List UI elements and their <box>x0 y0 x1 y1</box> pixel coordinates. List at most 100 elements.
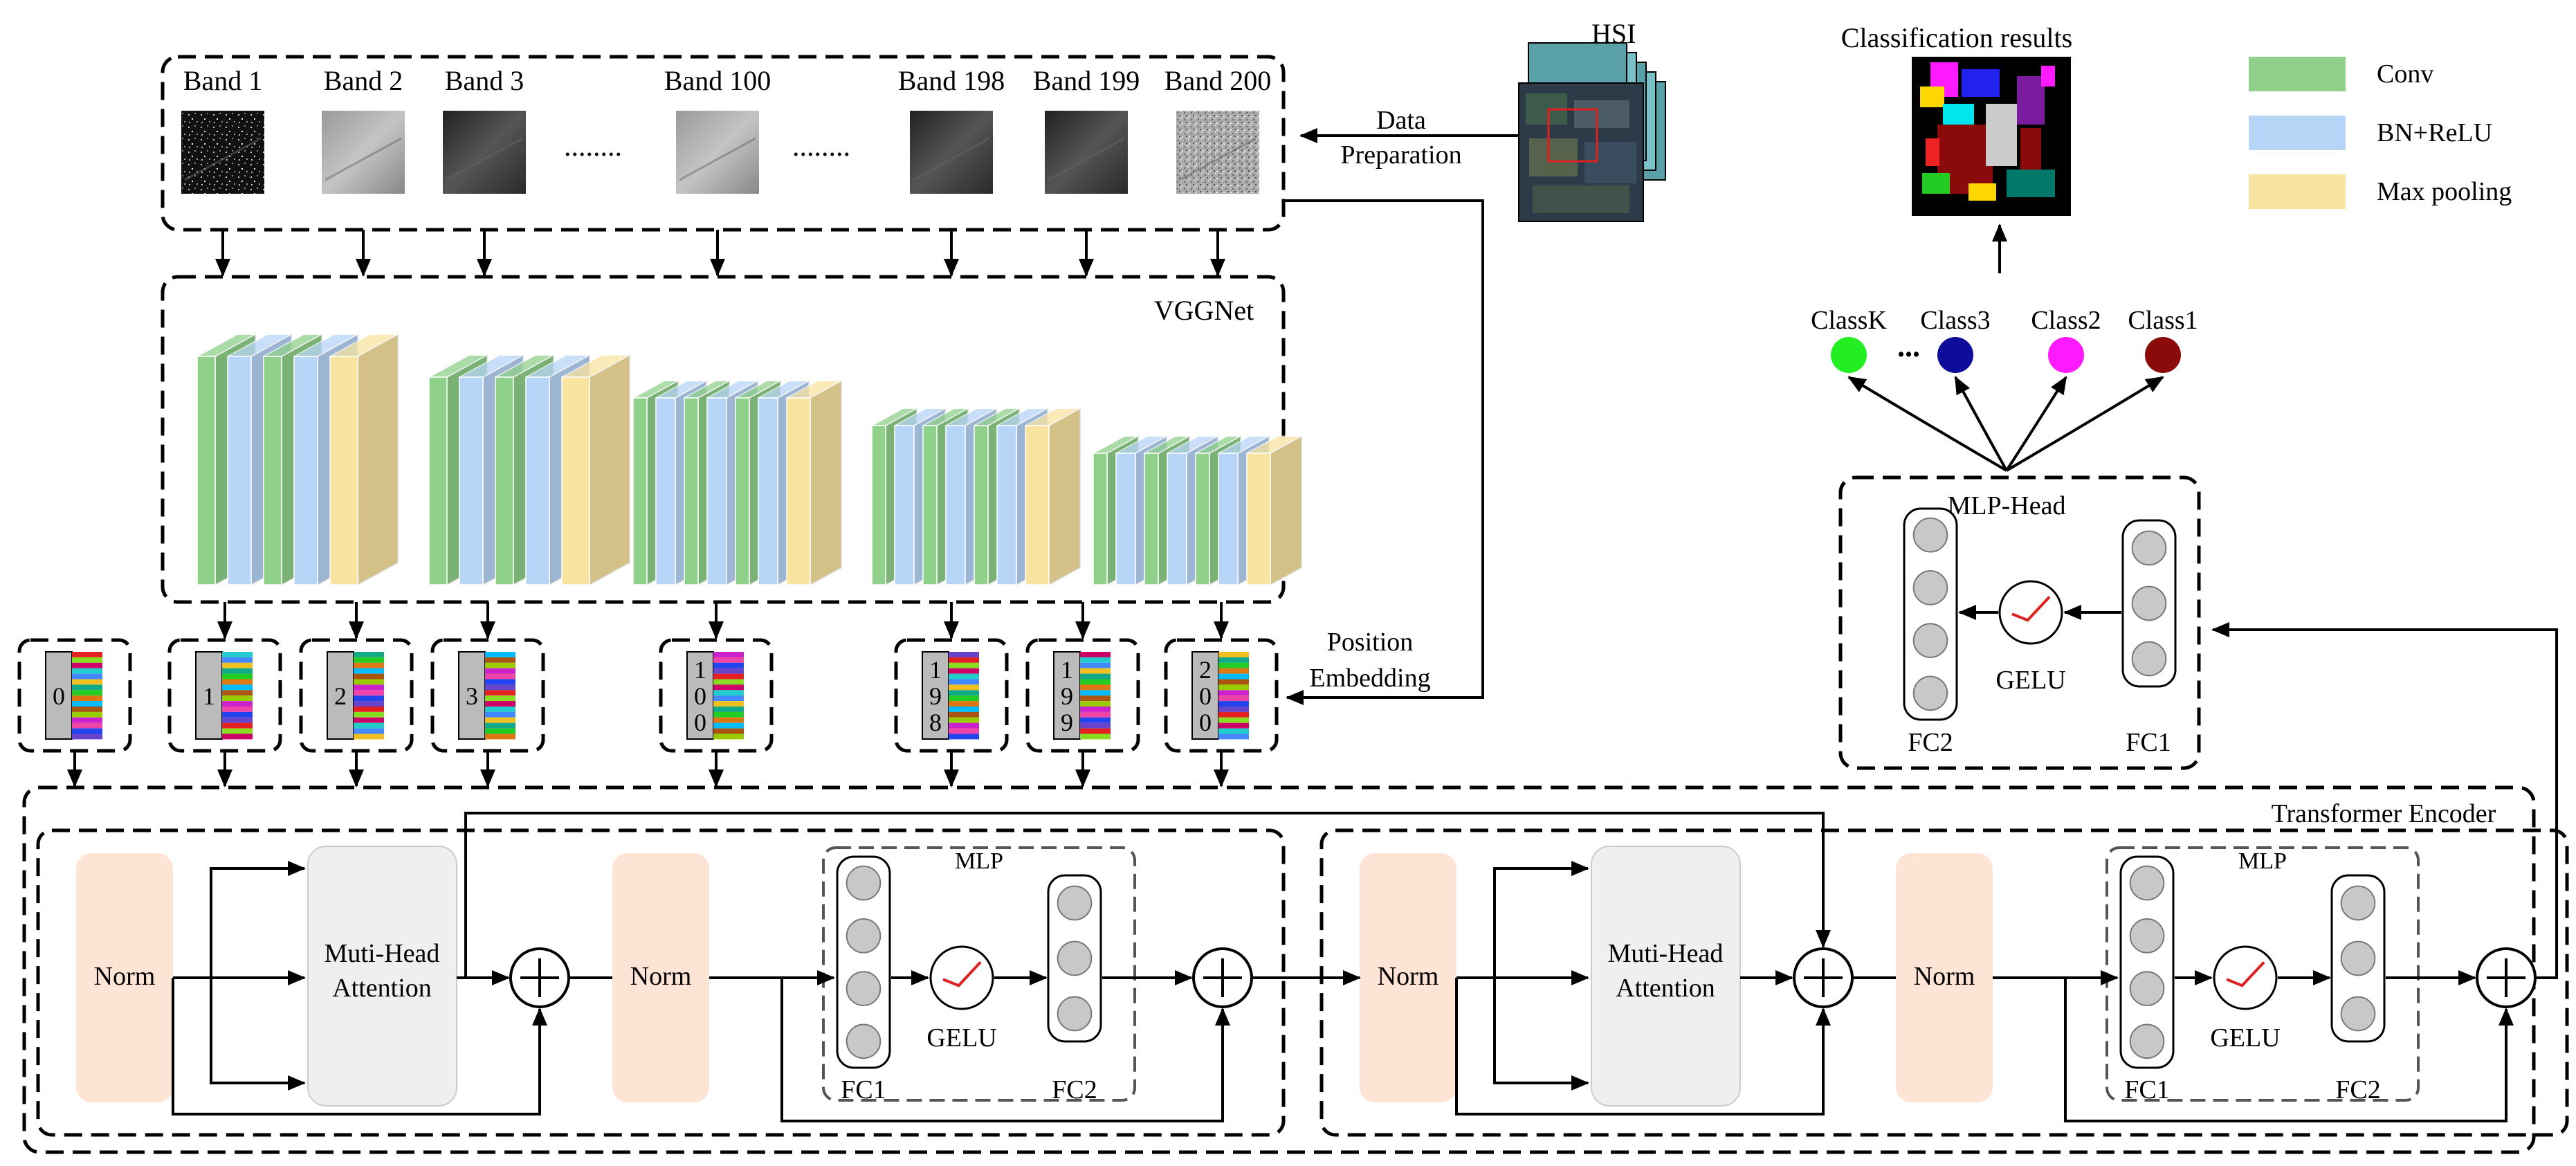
encoder-0-qkv-bottom <box>210 978 306 1091</box>
token-feature-5-9 <box>949 701 979 707</box>
token-index-6-1: 9 <box>1061 682 1073 710</box>
mlp-head-box <box>1838 475 2201 770</box>
token-feature-7-2 <box>1218 662 1249 668</box>
token-index-3-0: 3 <box>466 682 478 710</box>
encoder-0-add1-sign <box>520 958 559 997</box>
mlp-head-fc2-column-neuron-2 <box>1912 623 1948 658</box>
token-feature-2-3 <box>354 668 384 674</box>
token-feature-1-2 <box>222 662 253 668</box>
band-image-stripe-6 <box>1179 137 1257 181</box>
token-feature-1-7 <box>222 690 253 696</box>
mlp-head-fc1-column-neuron-0 <box>2131 530 2167 566</box>
encoder-1-mha-label1: Muti-Head <box>1608 939 1724 968</box>
transformer-encoder-title: Transformer Encoder <box>2272 799 2496 828</box>
token-feature-5-1 <box>949 657 979 663</box>
token-feature-1-9 <box>222 701 253 707</box>
token-feature-5-4 <box>949 673 979 680</box>
encoder-0-norm1-label: Norm <box>94 962 156 991</box>
band-ellipsis-1: ........ <box>564 131 622 163</box>
encoder-1-gelu <box>2213 945 2278 1010</box>
data-prep-line1: Data <box>1376 106 1426 135</box>
band-image-6 <box>1176 111 1259 194</box>
token-feature-6-12 <box>1080 717 1111 723</box>
encoder-1-fc1-column-neuron-0 <box>2129 865 2165 901</box>
encoder-0-residual-2 <box>780 978 1230 1122</box>
token-feature-0-8 <box>72 695 102 702</box>
token-feature-5-10 <box>949 707 979 712</box>
token-feature-3-10 <box>485 707 515 712</box>
token-feature-1-3 <box>222 668 253 674</box>
token-feature-2-12 <box>354 717 384 723</box>
vggnet-label: VGGNet <box>1154 295 1254 326</box>
vgg-blocks <box>197 333 1302 586</box>
token-feature-4-13 <box>713 722 744 729</box>
token-box-7 <box>1164 638 1279 753</box>
position-embedding-arrow <box>1284 199 1484 705</box>
encoder-0-gelu <box>929 945 994 1010</box>
vgg-layer-4-5 <box>1218 453 1239 585</box>
encoder-0-fc1-column-neuron-2 <box>846 971 881 1006</box>
encoder-1-fc1-label: FC1 <box>2124 1075 2169 1104</box>
encoder-0-mlp-label: MLP <box>955 848 1003 874</box>
token-feature-0-9 <box>72 701 102 707</box>
encoder-0-fc2-column-neuron-1 <box>1057 940 1093 976</box>
token-index-4-1: 0 <box>694 682 706 710</box>
encoder-1-mlp-label: MLP <box>2238 848 2287 874</box>
token-box-6 <box>1025 638 1140 753</box>
token-feature-5-5 <box>949 679 979 685</box>
token-feature-7-6 <box>1218 684 1249 691</box>
token-feature-2-6 <box>354 684 384 691</box>
encoder-1-mha <box>1591 846 1741 1106</box>
token-feature-3-2 <box>485 662 515 668</box>
token-index-7-0: 2 <box>1199 656 1212 684</box>
encoder-1-residual-2 <box>2064 978 2514 1122</box>
encoder-1-fc2-column-neuron-1 <box>2340 940 2376 976</box>
mlp-head-contents <box>1903 507 2177 721</box>
token-feature-6-4 <box>1080 673 1111 680</box>
band-image-stripe-5 <box>1048 137 1125 181</box>
token-feature-0-7 <box>72 690 102 696</box>
band-image-4 <box>910 111 993 194</box>
token-feature-7-10 <box>1218 707 1249 712</box>
encoder-1-qkv-bottom <box>1493 978 1589 1091</box>
token-feature-4-0 <box>713 652 744 657</box>
token-feature-5-0 <box>949 652 979 657</box>
classification-label: Classification results <box>1841 22 2072 53</box>
class-node-0 <box>1831 337 1867 373</box>
token-feature-6-1 <box>1080 657 1111 663</box>
vgg-layer-3-6-side <box>1048 407 1081 586</box>
classification-map <box>1912 57 2071 216</box>
token-index-bar-7 <box>1191 651 1219 740</box>
token-feature-3-4 <box>485 673 515 680</box>
token-feature-5-11 <box>949 711 979 718</box>
token-index-2-0: 2 <box>334 682 347 710</box>
band-image-stripe-0 <box>184 137 262 181</box>
vgg-layer-2-2 <box>684 397 699 585</box>
mlp-head-fc2-column-neuron-1 <box>1912 570 1948 605</box>
token-feature-1-12 <box>222 717 253 723</box>
vgg-layer-0-4 <box>329 356 358 585</box>
token-feature-6-13 <box>1080 722 1111 729</box>
encoder-1-norm1-label: Norm <box>1378 962 1439 991</box>
mlp-head-gelu-label: GELU <box>1995 666 2065 695</box>
vgg-layer-3-3 <box>945 425 966 585</box>
token-feature-1-15 <box>222 734 253 740</box>
token-feature-3-12 <box>485 717 515 723</box>
encoder-1-norm2 <box>1896 853 1993 1102</box>
encoder-0-mha-label1: Muti-Head <box>325 939 440 968</box>
token-feature-7-5 <box>1218 679 1249 685</box>
token-feature-4-9 <box>713 701 744 707</box>
token-feature-3-15 <box>485 734 515 740</box>
legend-swatch-0 <box>2249 57 2346 91</box>
class-label-3: Class1 <box>2128 306 2198 335</box>
token-feature-7-4 <box>1218 673 1249 680</box>
mlp-head-fc2-column-neuron-3 <box>1912 675 1948 711</box>
token-feature-6-7 <box>1080 690 1111 696</box>
vgg-layer-4-6 <box>1246 453 1271 585</box>
token-index-bar-2 <box>327 651 354 740</box>
